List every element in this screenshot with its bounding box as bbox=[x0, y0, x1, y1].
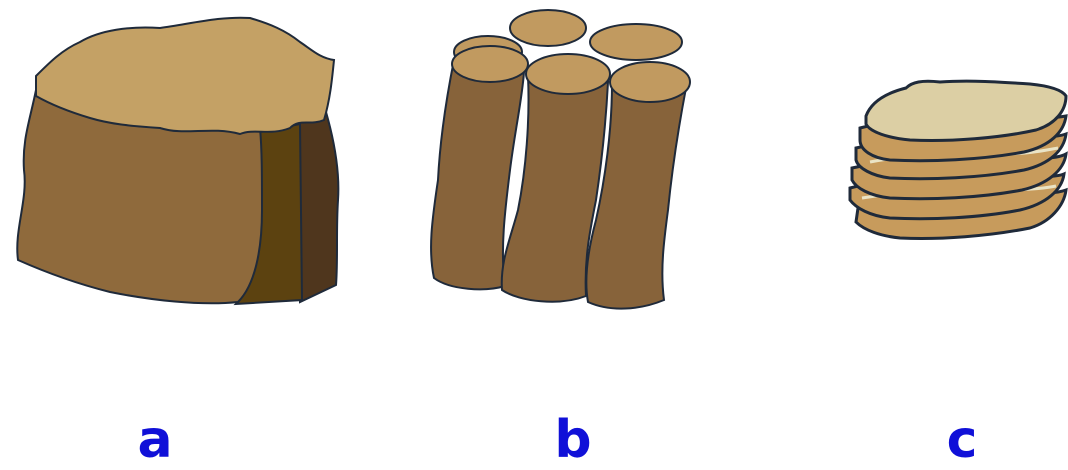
blocky-side-back-face bbox=[300, 112, 338, 302]
label-b: b bbox=[533, 410, 613, 470]
label-a: a bbox=[115, 410, 195, 470]
columnar-structure bbox=[431, 10, 690, 309]
blocky-structure bbox=[17, 18, 338, 304]
platy-structure bbox=[850, 81, 1066, 238]
column-top bbox=[610, 62, 690, 102]
column-top bbox=[590, 24, 682, 60]
label-c: c bbox=[922, 410, 1002, 470]
column-top bbox=[452, 46, 528, 82]
column-top bbox=[510, 10, 586, 46]
column-top bbox=[526, 54, 610, 94]
